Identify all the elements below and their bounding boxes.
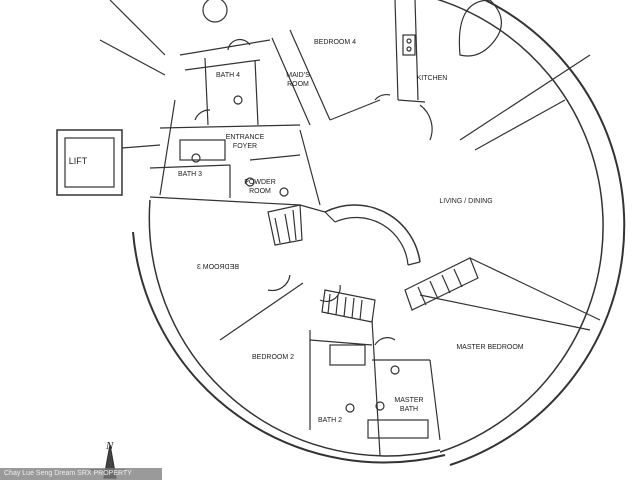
label-line: ROOM: [287, 81, 309, 88]
label-line: FOYER: [232, 143, 258, 150]
fixtures: [179, 0, 502, 439]
compass-north-label: N: [106, 440, 114, 452]
label-line: ENTRANCE: [225, 134, 265, 141]
room-label-bedroom-3: BEDROOM 3: [196, 264, 240, 271]
label-line: ROOM: [249, 188, 271, 195]
room-label-master-bath: MASTER BATH: [394, 396, 423, 414]
partition-walls: [99, 0, 601, 456]
room-label-bedroom-4: BEDROOM 4: [313, 39, 357, 46]
label-line: MASTER: [394, 397, 424, 404]
label-line: BATH: [399, 406, 419, 413]
stairs: [267, 204, 479, 323]
label-line: POWDER: [244, 179, 276, 186]
room-label-master-bedroom: MASTER BEDROOM: [456, 344, 524, 351]
lift-shaft: [56, 129, 161, 196]
outer-walls: [132, 0, 626, 466]
room-label-entrance-foyer: ENTRANCE FOYER: [226, 133, 265, 151]
watermark: Chay Lue Seng Dream SRX PROPERTY: [0, 468, 162, 480]
room-label-maids-room: MAID'S ROOM: [286, 71, 310, 89]
room-label-bedroom-2: BEDROOM 2: [251, 354, 295, 361]
room-label-bath-4: BATH 4: [216, 72, 240, 79]
doors: [194, 38, 433, 346]
room-label-kitchen: KITCHEN: [416, 75, 448, 82]
room-label-powder-room: POWDER ROOM: [244, 178, 276, 196]
core-arc: [324, 204, 421, 266]
room-label-bath-3: BATH 3: [178, 171, 202, 178]
room-label-lift: LIFT: [68, 156, 88, 166]
label-line: MAID'S: [286, 72, 310, 79]
room-label-living-dining: LIVING / DINING: [439, 198, 493, 205]
room-label-bath-2: BATH 2: [318, 417, 342, 424]
